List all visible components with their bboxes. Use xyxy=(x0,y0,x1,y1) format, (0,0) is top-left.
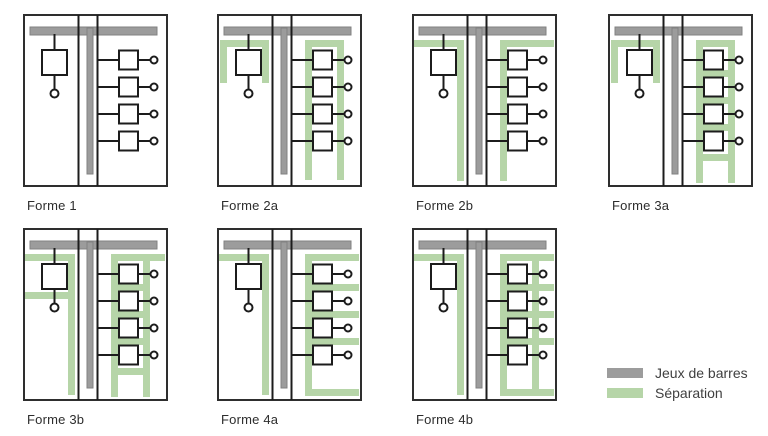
switchboard-diagram xyxy=(217,228,362,401)
switchboard-diagram xyxy=(23,228,168,401)
form-cell-forme-3b: Forme 3b xyxy=(23,228,168,427)
switchboard-diagram xyxy=(608,14,753,187)
form-cell-forme-4b: Forme 4b xyxy=(412,228,557,427)
form-cell-forme-3a: Forme 3a xyxy=(608,14,753,213)
form-cell-forme-2a: Forme 2a xyxy=(217,14,362,213)
form-label: Forme 2a xyxy=(221,198,279,213)
busbars-legend-swatch xyxy=(607,368,643,378)
busbars-legend-label: Jeux de barres xyxy=(655,365,748,381)
form-cell-forme-4a: Forme 4a xyxy=(217,228,362,427)
switchboard-diagram xyxy=(412,14,557,187)
form-label: Forme 1 xyxy=(27,198,77,213)
separation-legend-label: Séparation xyxy=(655,385,723,401)
separation-legend-swatch xyxy=(607,388,643,398)
switchboard-diagram xyxy=(217,14,362,187)
form-cell-forme-1: Forme 1 xyxy=(23,14,168,213)
switchboard-diagram xyxy=(23,14,168,187)
form-label: Forme 3a xyxy=(612,198,670,213)
legend-row-busbars: Jeux de barres xyxy=(607,365,748,381)
form-label: Forme 4b xyxy=(416,412,474,427)
legend: Jeux de barres Séparation xyxy=(607,365,748,407)
form-label: Forme 3b xyxy=(27,412,85,427)
switchboard-diagram xyxy=(412,228,557,401)
form-label: Forme 2b xyxy=(416,198,474,213)
form-label: Forme 4a xyxy=(221,412,279,427)
legend-row-separation: Séparation xyxy=(607,385,748,401)
form-cell-forme-2b: Forme 2b xyxy=(412,14,557,213)
